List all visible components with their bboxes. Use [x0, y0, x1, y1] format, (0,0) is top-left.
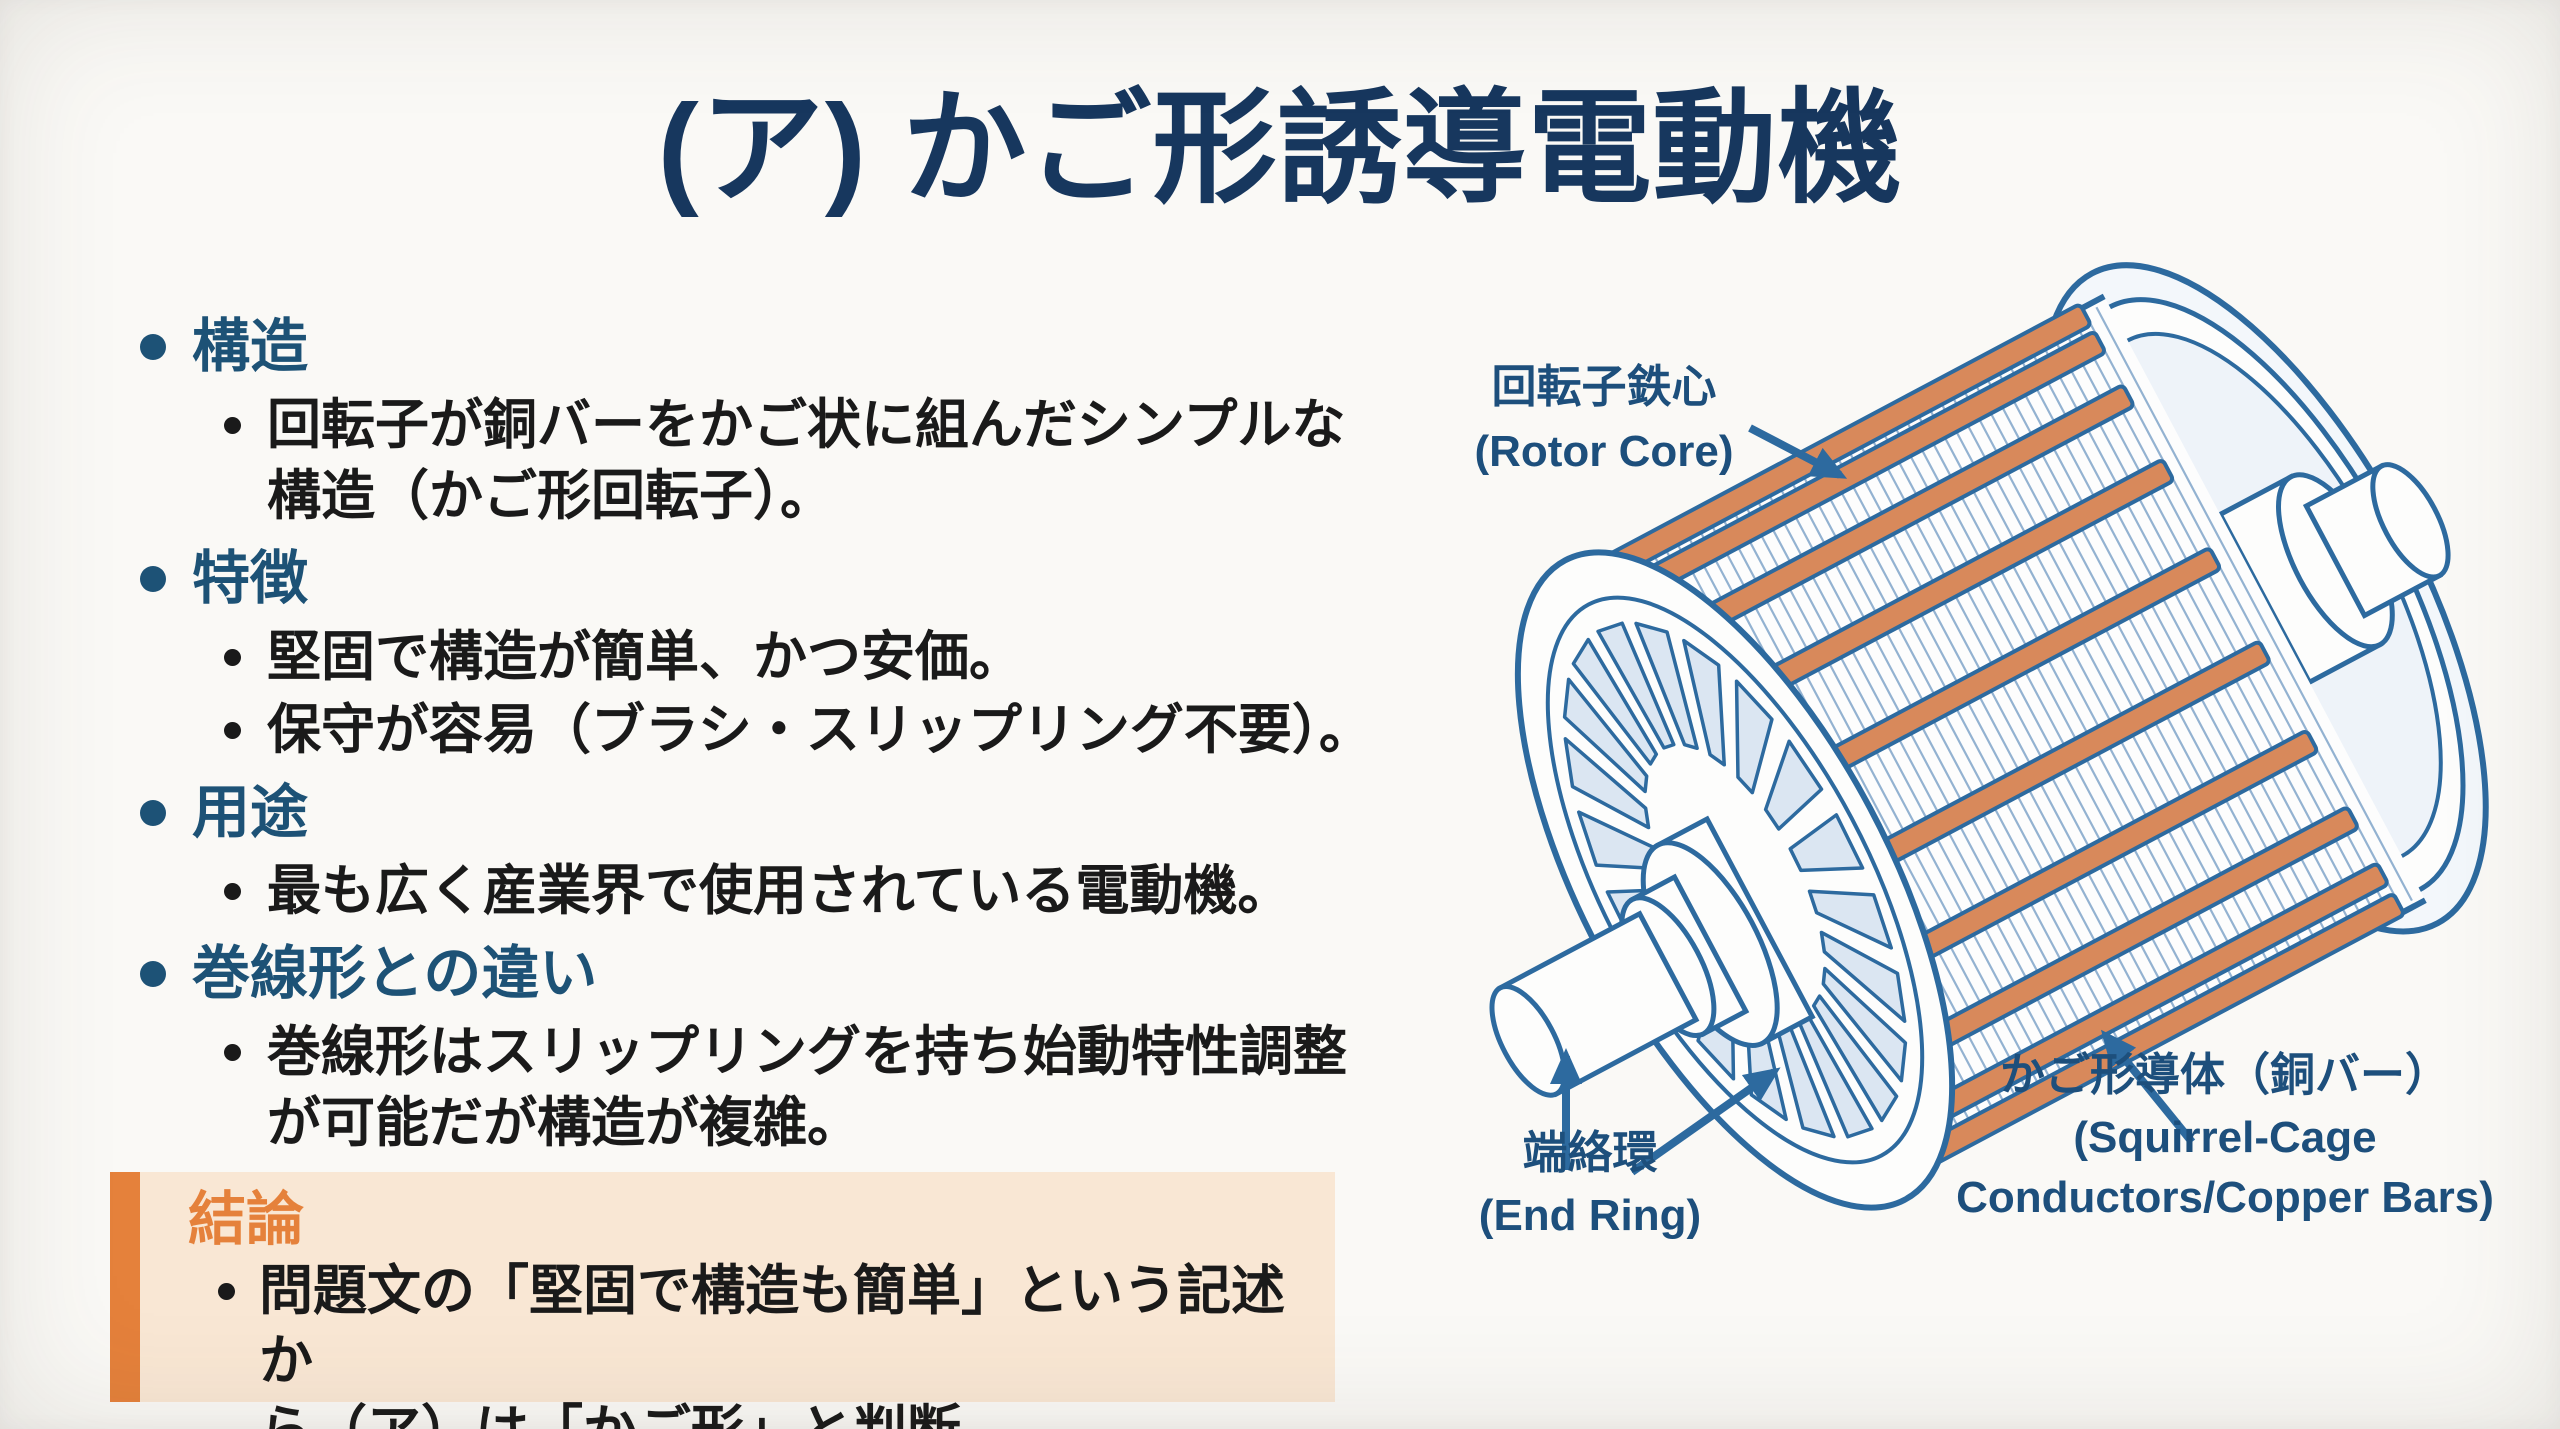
bullet-icon	[224, 883, 241, 900]
conductors-label-jp: かご形導体（銅バー）	[2000, 1049, 2450, 1100]
rotor-slot	[1807, 889, 1894, 950]
rotor-illustration	[1489, 262, 2489, 1211]
rotor-slot	[1562, 677, 1649, 794]
list-item: 最も広く産業界で使用されている電動機。	[224, 856, 1420, 927]
section-heading: 用途	[192, 780, 309, 845]
section-heading: 特徴	[192, 546, 309, 611]
list-item-text: 保守が容易（ブラシ・スリップリング不要）。	[267, 700, 1373, 760]
section-difference: 巻線形との違い	[140, 937, 1420, 1011]
rotor-slot	[1571, 637, 1659, 766]
bullet-icon	[140, 800, 166, 826]
rotor-slot	[1819, 930, 1907, 1023]
list-item-text: 巻線形はスリップリングを持ち始動特性調整 が可能だが構造が複雑。	[267, 1022, 1347, 1153]
rotor-slot	[1811, 994, 1899, 1123]
conductors-label-en2: Conductors/Copper Bars)	[1956, 1173, 2494, 1222]
list-item: 問題文の「堅固で構造も簡単」という記述か ら（ア）は「かご形」と判断。	[218, 1256, 1315, 1429]
lamination-line	[2095, 306, 2413, 902]
bullet-icon	[140, 961, 166, 987]
list-item: 堅固で構造が簡単、かつ安価。	[224, 622, 1420, 693]
bullet-list: 構造 回転子が銅バーをかご状に組んだシンプルな 構造（かご形回転子）。 特徴 堅…	[140, 300, 1420, 1161]
conclusion-box: 結論 問題文の「堅固で構造も簡単」という記述か ら（ア）は「かご形」と判断。	[110, 1172, 1335, 1429]
conductors-label-en1: (Squirrel-Cage	[2073, 1113, 2376, 1162]
list-item: 保守が容易（ブラシ・スリップリング不要）。	[224, 695, 1420, 766]
bullet-icon	[224, 722, 241, 739]
conclusion-heading: 結論	[188, 1187, 305, 1252]
section-applications: 用途	[140, 776, 1420, 850]
back-shaft-stub	[2370, 462, 2451, 580]
conclusion-text: 問題文の「堅固で構造も簡単」という記述か ら（ア）は「かご形」と判断。	[259, 1261, 1285, 1429]
section-structure: 構造	[140, 310, 1420, 384]
end-ring-arrow2-icon	[1629, 1067, 1781, 1176]
bullet-icon	[224, 417, 241, 434]
section-heading: 構造	[192, 314, 309, 379]
bullet-icon	[224, 649, 241, 666]
rotor-core-arrow-icon	[1748, 424, 1848, 479]
rotor-diagram: 回転子鉄心 (Rotor Core) 端絡環 (End Ring) かご形導体（…	[1474, 262, 2494, 1240]
rotor-slot	[1682, 638, 1726, 767]
orange-accent-bar	[110, 1172, 140, 1402]
shaft-tip	[1489, 983, 1568, 1098]
bullet-icon	[140, 334, 166, 360]
list-item-text: 回転子が銅バーをかご状に組んだシンプルな 構造（かご形回転子）。	[267, 395, 1346, 526]
bullet-icon	[224, 1044, 241, 1061]
rotor-slot	[1596, 621, 1676, 750]
section-heading: 巻線形との違い	[192, 941, 598, 1006]
list-item: 回転子が銅バーをかご状に組んだシンプルな 構造（かご形回転子）。	[224, 390, 1420, 532]
rotor-core-label-jp: 回転子鉄心	[1491, 361, 1716, 412]
rotor-slot	[1788, 813, 1865, 873]
page-title: (ア) かご形誘導電動機	[657, 80, 1903, 218]
section-features: 特徴	[140, 542, 1420, 616]
rotor-slot	[1734, 679, 1774, 795]
rotor-slot	[1563, 737, 1651, 830]
conductors-arrow-icon	[2100, 1029, 2196, 1145]
bullet-icon	[218, 1283, 235, 1300]
bullet-icon	[140, 566, 166, 592]
end-ring-label-jp: 端絡環	[1522, 1127, 1657, 1178]
rotor-slot	[1634, 621, 1699, 751]
list-item-text: 最も広く産業界で使用されている電動機。	[267, 861, 1292, 921]
list-item: 巻線形はスリップリングを持ち始動特性調整 が可能だが構造が複雑。	[224, 1017, 1420, 1159]
rotor-core-label-en: (Rotor Core)	[1474, 427, 1733, 476]
rotor-slot	[1821, 966, 1908, 1083]
rotor-slot	[1763, 739, 1824, 831]
list-item-text: 堅固で構造が簡単、かつ安価。	[267, 627, 1023, 687]
end-ring-label-en: (End Ring)	[1479, 1191, 1701, 1240]
